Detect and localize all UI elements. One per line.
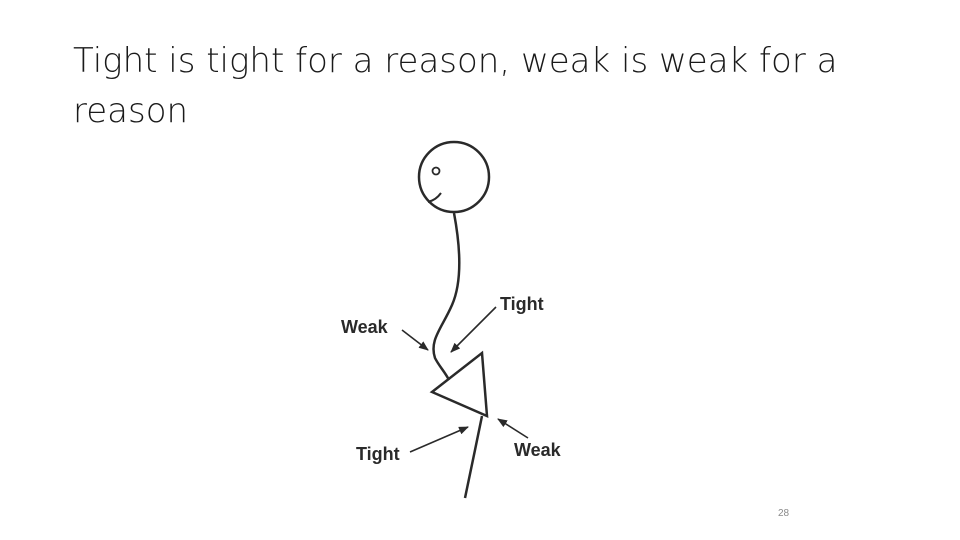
mouth-line	[428, 193, 441, 202]
arrow-tight-lower	[410, 427, 468, 452]
slide-number: 28	[778, 508, 789, 519]
arrow-tight-upper	[451, 307, 496, 352]
eye-icon	[433, 168, 440, 175]
pelvis-triangle	[432, 353, 487, 416]
label-weak-upper: Weak	[341, 317, 389, 337]
label-weak-lower: Weak	[514, 440, 562, 460]
arrow-weak-lower	[498, 419, 528, 438]
label-tight-upper: Tight	[500, 294, 544, 314]
label-tight-lower: Tight	[356, 444, 400, 464]
spine-curve	[433, 213, 459, 380]
posture-diagram: Weak Tight Tight Weak	[325, 130, 585, 505]
slide-title: Tight is tight for a reason, weak is wea…	[73, 36, 893, 136]
leg-line	[465, 416, 482, 498]
arrow-weak-upper	[402, 330, 428, 350]
